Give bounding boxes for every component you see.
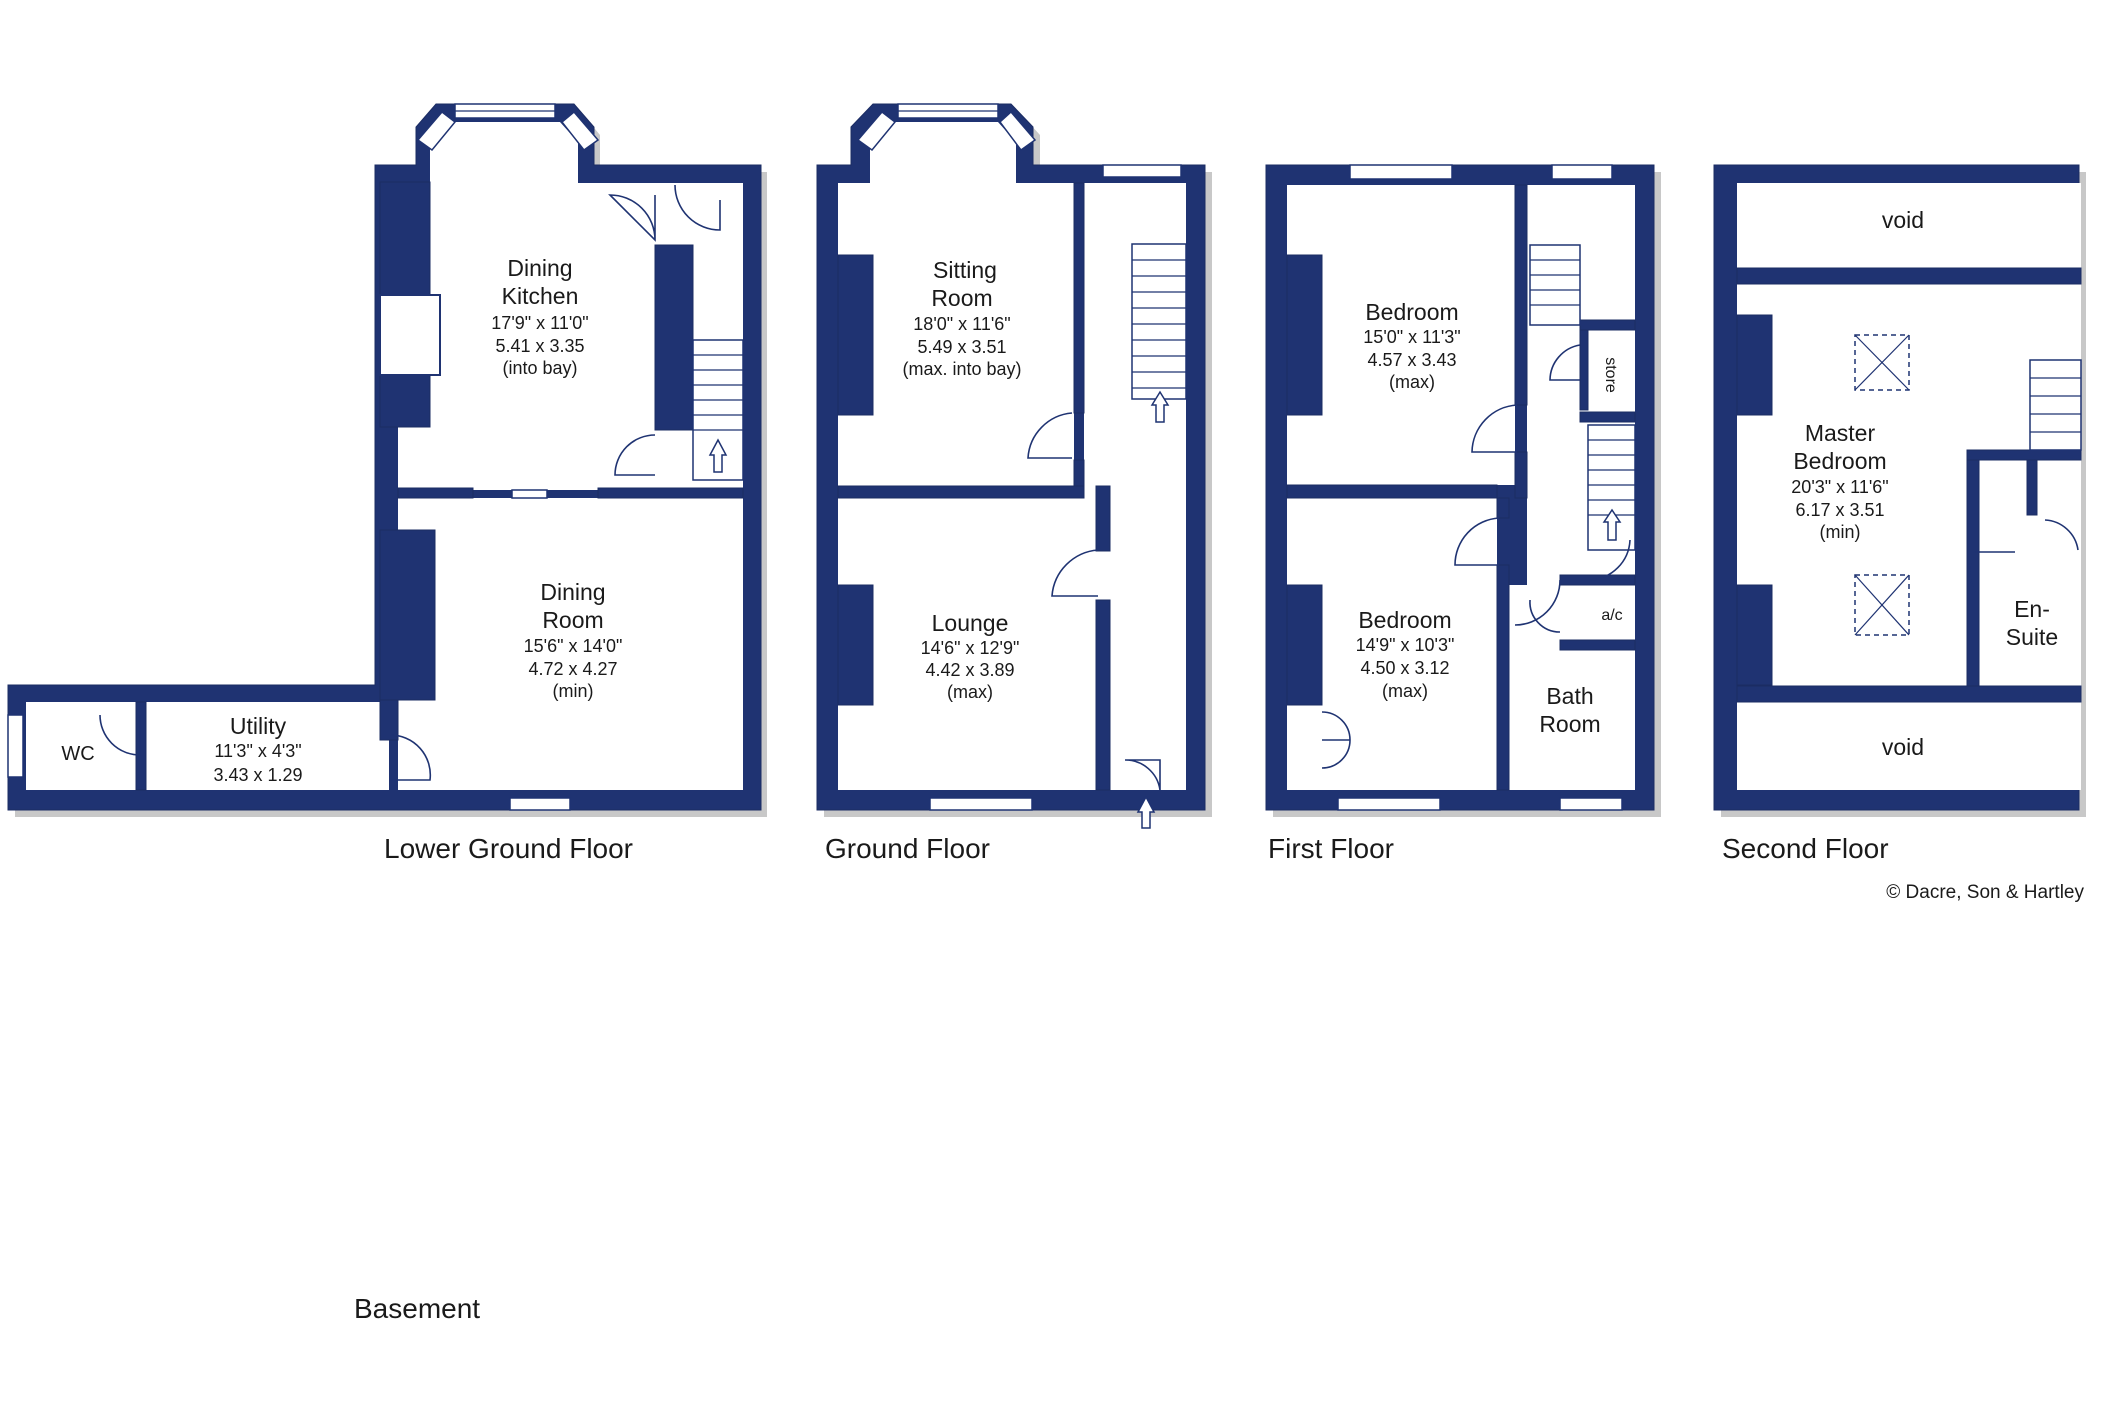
lounge-note: (max) — [947, 682, 993, 702]
bath-room-name-1: Bath — [1546, 683, 1593, 709]
ground-floor-label: Ground Floor — [825, 833, 990, 864]
bedroom-1-metric: 4.57 x 3.43 — [1367, 350, 1456, 370]
lower-ground-floor-label: Lower Ground Floor — [384, 833, 633, 864]
ac-label: a/c — [1601, 607, 1622, 624]
basement-label: Basement — [354, 1293, 480, 1324]
second-floor-plan: void void Master Bedroom 20'3" x 11'6" 6… — [1713, 164, 2086, 864]
en-suite-name-2: Suite — [2006, 624, 2058, 650]
dining-kitchen-note: (into bay) — [502, 358, 577, 378]
utility-metric: 3.43 x 1.29 — [213, 765, 302, 785]
lounge-name: Lounge — [932, 610, 1009, 636]
master-bedroom-metric: 6.17 x 3.51 — [1795, 500, 1884, 520]
en-suite-name-1: En- — [2014, 596, 2050, 622]
ground-floor-plan: Sitting Room 18'0" x 11'6" 5.49 x 3.51 (… — [816, 103, 1212, 864]
lower-ground-floor-plan: Dining Kitchen 17'9" x 11'0" 5.41 x 3.35… — [7, 103, 767, 864]
sitting-room-name-2: Room — [931, 285, 992, 311]
first-floor-stairs — [1529, 244, 1636, 551]
bedroom-2-note: (max) — [1382, 681, 1428, 701]
skylight-icon — [1854, 334, 1910, 391]
master-bedroom-note: (min) — [1820, 522, 1861, 542]
first-floor-plan: Bedroom 15'0" x 11'3" 4.57 x 3.43 (max) … — [1265, 164, 1661, 864]
dining-room-imperial: 15'6" x 14'0" — [524, 636, 623, 656]
second-floor-stairs — [2029, 359, 2082, 451]
dining-room-metric: 4.72 x 4.27 — [528, 659, 617, 679]
bedroom-1-note: (max) — [1389, 372, 1435, 392]
ground-floor-stairs — [1131, 243, 1187, 829]
lounge-imperial: 14'6" x 12'9" — [921, 638, 1020, 658]
dining-kitchen-name-2: Kitchen — [502, 283, 579, 309]
skylight-icon — [1854, 574, 1910, 636]
bedroom-2-imperial: 14'9" x 10'3" — [1356, 635, 1455, 655]
bath-room-name-2: Room — [1539, 711, 1600, 737]
copyright-notice: © Dacre, Son & Hartley — [1886, 882, 2084, 903]
lower-ground-stairs — [692, 339, 744, 481]
wc-name: WC — [61, 743, 94, 765]
utility-imperial: 11'3" x 4'3" — [214, 741, 301, 761]
master-bedroom-imperial: 20'3" x 11'6" — [1791, 477, 1888, 497]
store-label: store — [1602, 357, 1619, 393]
bedroom-2-name: Bedroom — [1358, 607, 1451, 633]
dining-kitchen-name-1: Dining — [507, 255, 572, 281]
bedroom-1-imperial: 15'0" x 11'3" — [1363, 327, 1460, 347]
dining-kitchen-metric: 5.41 x 3.35 — [495, 336, 584, 356]
master-bedroom-name-2: Bedroom — [1793, 448, 1886, 474]
sitting-room-metric: 5.49 x 3.51 — [917, 337, 1006, 357]
dining-room-name-2: Room — [542, 607, 603, 633]
utility-name: Utility — [230, 713, 287, 739]
sitting-room-imperial: 18'0" x 11'6" — [913, 314, 1010, 334]
lounge-metric: 4.42 x 3.89 — [925, 660, 1014, 680]
void-top-label: void — [1882, 207, 1924, 233]
second-floor-label: Second Floor — [1722, 833, 1889, 864]
first-floor-label: First Floor — [1268, 833, 1394, 864]
master-bedroom-name-1: Master — [1805, 420, 1876, 446]
dining-room-name-1: Dining — [540, 579, 605, 605]
dining-kitchen-imperial: 17'9" x 11'0" — [491, 313, 588, 333]
bedroom-2-metric: 4.50 x 3.12 — [1360, 658, 1449, 678]
void-bottom-label: void — [1882, 734, 1924, 760]
dining-room-note: (min) — [553, 681, 594, 701]
sitting-room-name-1: Sitting — [933, 257, 997, 283]
sitting-room-note: (max. into bay) — [902, 359, 1021, 379]
bedroom-1-name: Bedroom — [1365, 299, 1458, 325]
